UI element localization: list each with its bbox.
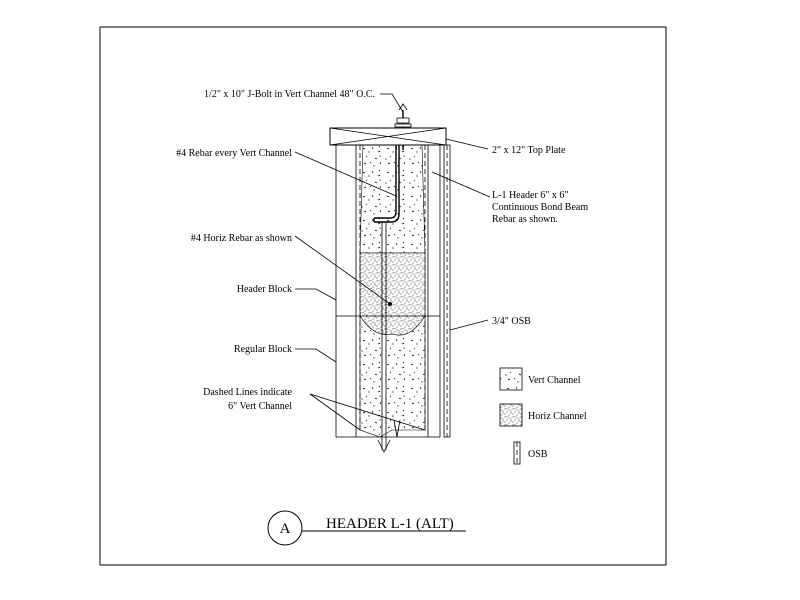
top-plate-cross [329,127,447,146]
label-osb: 3/4" OSB [492,316,531,327]
jbolt-nut [396,117,410,124]
leader-rebar-vert [294,151,397,197]
leader-dashed-2 [309,393,426,431]
leader-osb [449,319,489,331]
label-header-line2: Continuous Bond Beam [492,202,588,213]
label-header-line1: L-1 Header 6" x 6" [492,190,568,201]
label-header-block: Header Block [237,284,292,295]
detail-circle [267,510,303,546]
label-dashed-line2: 6" Vert Channel [228,401,292,412]
label-jbolt: 1/2" x 10" J-Bolt in Vert Channel 48" O.… [204,89,375,100]
horiz-channel-fill [359,252,426,336]
vert-rebar-tip [377,439,391,453]
legend-vert-channel-swatch [499,367,523,391]
vert-rebar-tip2 [393,419,401,438]
leader-rebar-horiz [294,235,391,305]
label-dashed-line1: Dashed Lines indicate [203,387,292,398]
label-regular-block: Regular Block [234,344,292,355]
legend: Vert Channel Horiz Channel OSB [499,367,587,465]
label-rebar-horiz: #4 Horiz Rebar as shown [191,233,292,244]
vert-channel-fill-upper [359,144,426,254]
vert-channel-fill-lower [359,314,426,438]
legend-horiz-channel-swatch [499,403,523,427]
wall-section [329,103,451,453]
jbolt-washer [394,123,412,128]
leader-jbolt [380,93,404,113]
leader-top-plate [445,138,489,150]
label-header-line3: Rebar as shown. [492,214,558,225]
label-rebar-vert: #4 Rebar every Vert Channel [176,148,292,159]
detail-letter: A [280,521,291,537]
detail-title: HEADER L-1 (ALT) [326,516,454,532]
label-top-plate: 2" x 12" Top Plate [492,145,566,156]
leader-header-block [295,288,337,301]
leader-lines [294,93,491,431]
title-block: A HEADER L-1 (ALT) [267,510,466,546]
vert-rebar [373,145,400,223]
legend-horiz-channel-label: Horiz Channel [528,411,587,422]
leader-dashed-1 [309,393,361,431]
legend-osb-label: OSB [528,449,548,460]
legend-vert-channel-label: Vert Channel [528,375,581,386]
leader-regular-block [295,348,337,363]
leader-l1-header [431,171,491,198]
sheet-border [99,26,667,566]
